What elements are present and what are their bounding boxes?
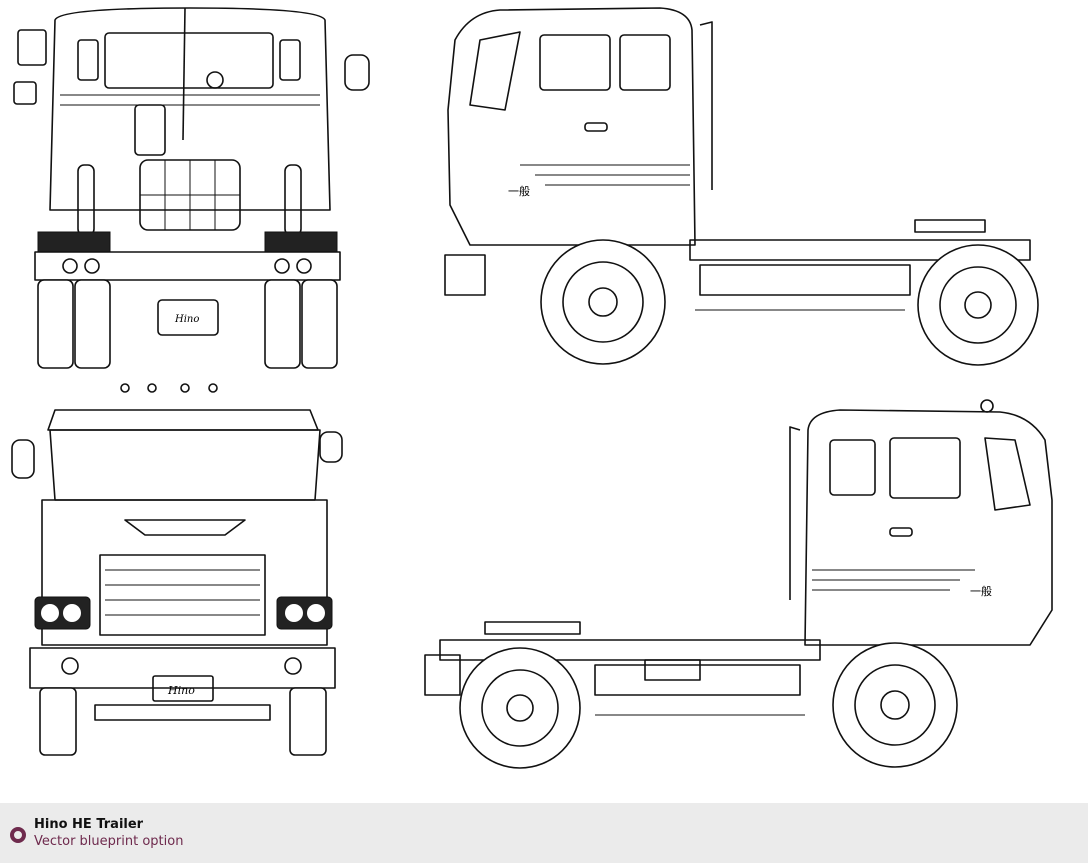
front-view: Hino bbox=[11, 383, 343, 756]
caption-subtitle: Vector blueprint option bbox=[34, 834, 184, 849]
radio-option-icon[interactable] bbox=[10, 827, 26, 843]
cab-marking-top: 一般 bbox=[508, 185, 530, 198]
caption-title: Hino HE Trailer bbox=[34, 817, 144, 832]
truck-blueprint-image: Hino 一般 bbox=[11, 7, 1053, 769]
cab-marking-bottom: 一般 bbox=[970, 585, 992, 598]
caption-bar: Hino HE Trailer Vector blueprint option bbox=[0, 803, 1088, 863]
front-logo: Hino bbox=[167, 684, 195, 697]
rear-logo: Hino bbox=[174, 314, 199, 325]
side-view-bottom: 一般 bbox=[424, 399, 1053, 769]
side-view-top: 一般 bbox=[444, 7, 1039, 366]
rear-view: Hino bbox=[13, 7, 370, 369]
